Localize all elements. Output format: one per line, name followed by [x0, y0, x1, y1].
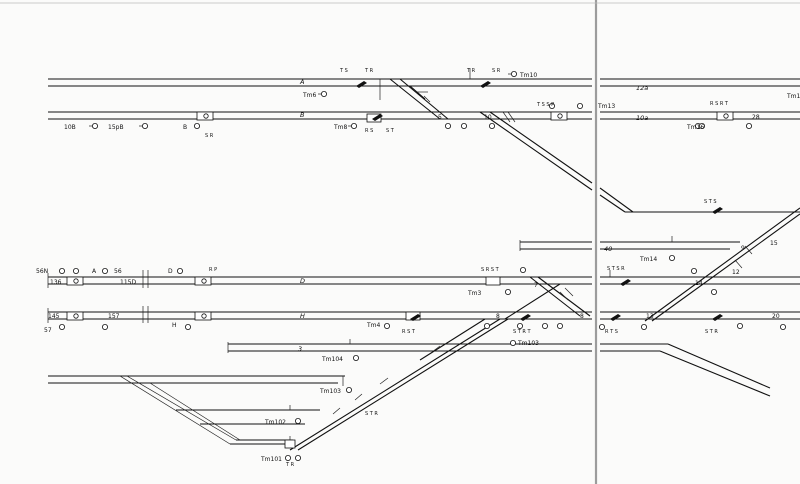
- signal-label-tm103-upper: Tm103: [517, 340, 539, 347]
- signal-label-15pb: 15pB: [108, 124, 124, 131]
- signals: [59, 68, 787, 461]
- contact-label: S T S: [704, 199, 717, 205]
- track-d: [47, 273, 800, 288]
- contact-label: S T R T: [513, 329, 531, 335]
- middle-labels: 40 Tm14 9 15 S T S R 56N 56 136 115D A D…: [36, 240, 778, 320]
- signal-label-157: 157: [108, 313, 120, 320]
- signal-label-d: D: [168, 268, 173, 275]
- contact-label: R P: [209, 267, 217, 273]
- contact-label: T S S P: [536, 102, 554, 108]
- contact-label: S T S R: [607, 266, 625, 272]
- signal-label-115d: 115D: [120, 279, 136, 286]
- track-h: [47, 308, 800, 323]
- signal-label-tm16: Tm16: [686, 124, 704, 131]
- switch-label-28: 28: [752, 114, 760, 121]
- switch-label-8: 8: [580, 313, 584, 320]
- switch-label-20: 20: [772, 313, 780, 320]
- switch-icon: [356, 81, 723, 321]
- contact-label: T R: [364, 68, 374, 74]
- lower-fan-tracks: [48, 375, 345, 445]
- contact-label: S T: [386, 128, 395, 134]
- contact-label: R S R T: [710, 101, 729, 107]
- contact-label: R S: [365, 128, 373, 134]
- signal-label-56: 56: [114, 268, 122, 275]
- switch-label-9: 9: [741, 245, 745, 252]
- track-icon: [142, 68, 673, 440]
- track-40: [519, 240, 740, 251]
- signal-label-56n: 56N: [36, 268, 48, 275]
- contact-label: S R S T: [481, 267, 500, 273]
- contact-label: T R: [285, 462, 295, 468]
- contact-label: T R: [466, 68, 476, 74]
- switch-label-14: 14: [695, 280, 703, 287]
- track-label-a: A: [299, 78, 304, 86]
- lower-labels: 145 57 157 H H Tm4 R S T 8 13 R T S S T …: [44, 312, 780, 468]
- signal-label-tm10: Tm10: [519, 72, 537, 79]
- contact-label: S T R: [365, 411, 378, 417]
- track-label-b: B: [300, 111, 305, 119]
- switch-label-7: 7: [534, 282, 538, 289]
- track-label-d: D: [300, 277, 305, 285]
- signal-label-tm14: Tm14: [639, 256, 657, 263]
- signal-label-tm8: Tm8: [333, 124, 348, 131]
- signal-label-tm101: Tm101: [260, 456, 282, 463]
- upper-labels: A B Tm6 Tm8 Tm10 Tm13 Tm16 Tm1 10B 15pB …: [64, 68, 800, 205]
- signal-label-tm6: Tm6: [302, 92, 317, 99]
- crossover-diagonal-right: [644, 207, 800, 322]
- contact-label: R T S: [605, 329, 618, 335]
- track-label-h: H: [300, 312, 305, 320]
- signal-label-tm102: Tm102: [264, 419, 286, 426]
- signal-label-tm103: Tm103: [319, 388, 341, 395]
- signal-label-b: B: [183, 124, 187, 131]
- track-3: [227, 342, 771, 397]
- signal-label-10b: 10B: [64, 124, 76, 131]
- switch-label-8b: 8: [496, 313, 500, 320]
- signal-label-tm3: Tm3: [467, 290, 482, 297]
- track-label-12a: 12a: [636, 84, 648, 92]
- track-label-3: 3: [298, 345, 302, 353]
- track-label-40: 40: [604, 245, 612, 253]
- contact-label: S R: [492, 68, 501, 74]
- signal-box-group: [66, 111, 734, 449]
- switch-label-12: 12: [732, 269, 740, 276]
- switch-label-13: 13: [646, 313, 654, 320]
- ladder-diagonal: [289, 283, 561, 451]
- switch-connection-middle: [529, 276, 591, 317]
- contact-label: T S: [339, 68, 348, 74]
- contact-label: S T R: [705, 329, 718, 335]
- signal-label-tm1: Tm1: [786, 93, 800, 100]
- signal-label-h: H: [172, 322, 177, 329]
- signal-label-57: 57: [44, 327, 52, 334]
- signal-icon: [59, 71, 787, 461]
- signal-label-136: 136: [50, 279, 62, 286]
- contact-label: S R: [205, 133, 214, 139]
- signal-label-tm13: Tm13: [597, 103, 615, 110]
- signal-label-tm4: Tm4: [366, 322, 381, 329]
- track-label-10a: 10a: [636, 114, 648, 122]
- switch-label-5: 5: [438, 114, 442, 121]
- signal-label-tm104: Tm104: [321, 356, 343, 363]
- contact-label: R S T: [402, 329, 416, 335]
- track-b: [48, 111, 800, 120]
- switch-label-15: 15: [770, 240, 778, 247]
- track-a: [48, 78, 800, 87]
- signal-label-a: A: [92, 268, 97, 275]
- signal-label-145: 145: [48, 313, 60, 320]
- switch-label-10: 10: [484, 114, 492, 121]
